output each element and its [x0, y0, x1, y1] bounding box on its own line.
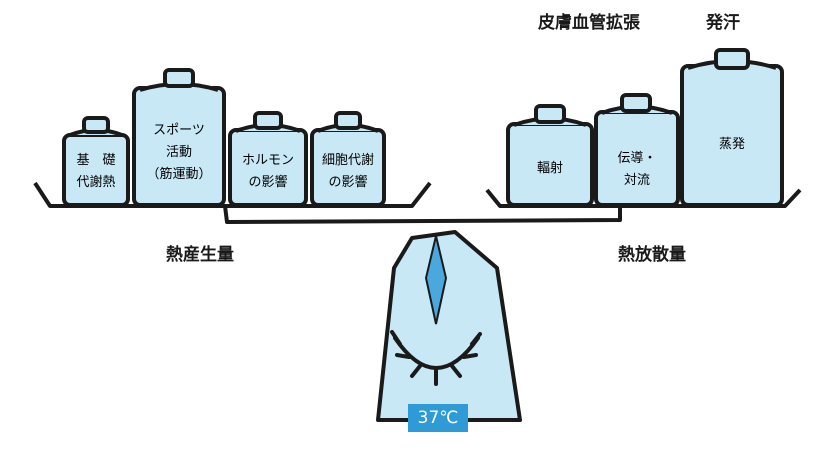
jar-basal-metabolism	[62, 116, 130, 207]
jar-evaporation	[680, 48, 784, 207]
balance-beam	[223, 205, 622, 224]
temperature-badge: 37℃	[408, 404, 468, 432]
balance-pointer-icon	[424, 235, 448, 325]
sweating-label: 発汗	[706, 13, 740, 33]
jar-sports	[132, 68, 226, 207]
jar-hormone	[228, 111, 308, 207]
jar-conduction-convection-text: 伝導・ 対流	[617, 151, 657, 188]
heat-production-label: 熱産生量	[166, 245, 234, 265]
balance-stand	[376, 230, 522, 422]
jar-evaporation-text: 蒸発	[718, 137, 745, 152]
gauge-eye-icon	[390, 330, 482, 386]
heat-dissipation-label: 熱放散量	[618, 245, 686, 265]
jar-basal-metabolism-text: 基 礎 代謝熱	[76, 153, 116, 190]
jar-hormone-text: ホルモン の影響	[241, 153, 294, 190]
jar-radiation-text: 輻射	[536, 161, 563, 176]
jar-radiation	[506, 104, 594, 207]
jar-conduction-convection	[594, 93, 680, 207]
jar-cell-metabolism-text: 細胞代謝 の影響	[321, 153, 374, 190]
left-pan	[33, 181, 432, 208]
jar-sports-text: スポーツ 活動 （筋運動）	[146, 123, 212, 182]
jar-cell-metabolism	[310, 111, 386, 207]
skin-vasodilation-label: 皮膚血管拡張	[538, 13, 640, 33]
